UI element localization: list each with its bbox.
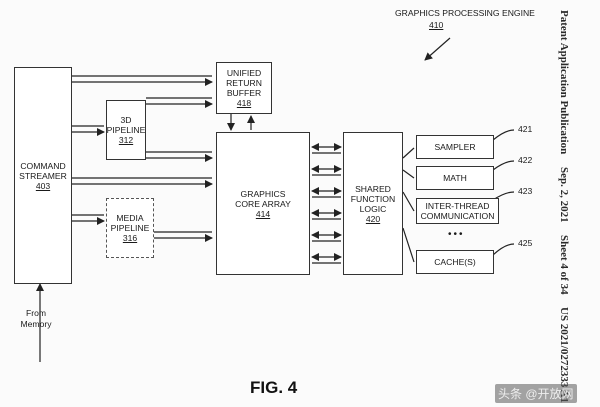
math-block: MATH — [416, 166, 494, 190]
watermark: 头条 @开放网 — [495, 384, 577, 403]
urb-line1: UNIFIED — [226, 68, 262, 78]
connector-cs-to-urb — [72, 76, 212, 82]
sampler-block: SAMPLER — [416, 135, 494, 159]
shared-logic-line3: LOGIC — [359, 203, 387, 214]
inter-thread-line1: INTER-THREAD — [425, 201, 490, 211]
engine-pointer-arrow — [424, 37, 451, 61]
media-pipeline-line2: PIPELINE — [110, 223, 150, 233]
patent-side-header: Patent Application Publication Sep. 2, 2… — [547, 0, 581, 407]
core-array-ref: 414 — [255, 208, 271, 219]
cache-block: CACHE(S) — [416, 250, 494, 274]
side-date: Sep. 2, 2021 — [558, 166, 570, 223]
sampler-ref: 421 — [518, 124, 533, 134]
graphics-core-array-block: GRAPHICS CORE ARRAY 414 — [216, 132, 310, 275]
shared-logic-line2: FUNCTION — [350, 193, 396, 204]
connector-cs-to-3d — [72, 126, 104, 132]
from-memory-line2: Memory — [20, 319, 52, 329]
urb-line2: RETURN — [226, 78, 262, 88]
shared-logic-line1: SHARED — [355, 183, 391, 194]
leader-425 — [492, 243, 515, 256]
3d-pipeline-line2: PIPELINE — [106, 125, 146, 135]
engine-ref: 410 — [429, 20, 444, 30]
urb-block: UNIFIED RETURN BUFFER 418 — [216, 62, 272, 114]
leader-421 — [492, 129, 515, 141]
cache-ref: 425 — [518, 238, 533, 248]
connector-shared-to-cache — [402, 227, 415, 263]
core-array-line2: CORE ARRAY — [235, 198, 291, 209]
3d-pipeline-line1: 3D — [120, 115, 132, 125]
side-publication: Patent Application Publication — [558, 10, 570, 155]
math-label: MATH — [443, 173, 467, 183]
side-sheet: Sheet 4 of 34 — [558, 234, 570, 295]
media-pipeline-ref: 316 — [122, 233, 138, 243]
command-streamer-ref: 403 — [35, 180, 51, 191]
3d-pipeline-block: 3D PIPELINE 312 — [106, 100, 146, 160]
leader-422 — [492, 160, 515, 171]
connector-cs-to-core — [72, 178, 212, 184]
from-memory-line1: From — [25, 308, 47, 318]
shared-function-logic-block: SHARED FUNCTION LOGIC 420 — [343, 132, 403, 275]
shared-logic-ref: 420 — [365, 213, 381, 224]
connector-shared-to-sampler — [402, 147, 415, 159]
figure-label: FIG. 4 — [250, 378, 298, 397]
engine-title: GRAPHICS PROCESSING ENGINE — [395, 8, 535, 18]
urb-ref: 418 — [236, 98, 252, 108]
connector-media-to-core — [154, 232, 212, 238]
command-streamer-block: COMMAND STREAMER 403 — [14, 67, 72, 284]
inter-thread-line2: COMMUNICATION — [420, 211, 495, 221]
connector-shared-to-interthread — [402, 191, 415, 212]
cache-label: CACHE(S) — [434, 257, 476, 267]
side-number: US 2021/0272333 A1 — [558, 307, 570, 403]
connector-core-shared-links — [311, 143, 342, 264]
command-streamer-line1: COMMAND — [20, 160, 66, 171]
urb-line3: BUFFER — [226, 88, 262, 98]
sampler-label: SAMPLER — [434, 142, 476, 152]
core-array-line1: GRAPHICS — [240, 188, 286, 199]
media-pipeline-line1: MEDIA — [116, 213, 144, 223]
inter-thread-block: INTER-THREAD COMMUNICATION — [416, 198, 499, 224]
media-pipeline-block: MEDIA PIPELINE 316 — [106, 198, 154, 258]
command-streamer-line2: STREAMER — [19, 170, 67, 181]
from-memory-label: From Memory — [18, 308, 54, 330]
connector-3d-to-core — [146, 152, 212, 158]
connector-shared-to-math — [402, 169, 415, 179]
inter-thread-ref: 423 — [518, 186, 533, 196]
3d-pipeline-ref: 312 — [118, 135, 134, 145]
more-units-ellipsis: ••• — [448, 229, 465, 240]
connector-3d-to-urb — [146, 98, 212, 104]
connector-cs-to-media — [72, 215, 104, 221]
math-ref: 422 — [518, 155, 533, 165]
